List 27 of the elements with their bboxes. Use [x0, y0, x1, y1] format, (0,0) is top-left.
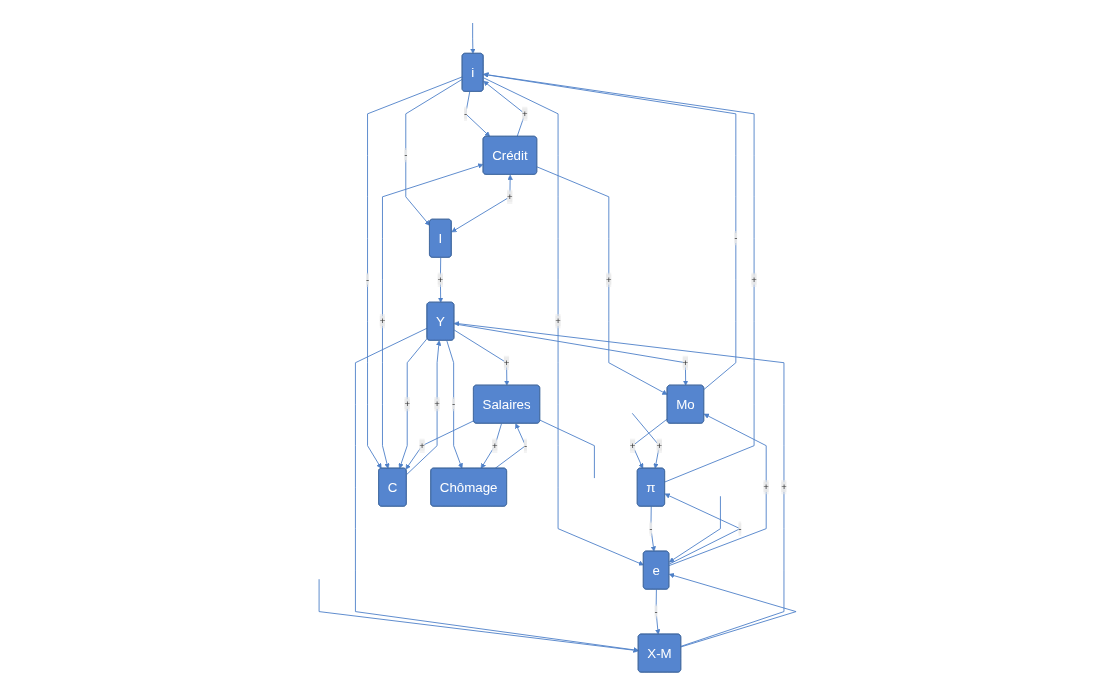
edge-label: + — [751, 274, 757, 285]
edge-label: - — [365, 274, 370, 285]
edge-label: - — [734, 232, 738, 244]
edge-label: + — [781, 481, 787, 493]
edge-label: - — [452, 398, 456, 410]
edge-label: - — [464, 108, 468, 119]
edge-label: + — [437, 274, 444, 285]
edge-label: + — [682, 357, 689, 368]
edge-label: - — [649, 523, 653, 534]
edge-label: - — [523, 440, 528, 451]
edge-label: + — [629, 440, 636, 451]
edge-label: + — [419, 440, 425, 451]
edge-label: - — [404, 149, 408, 161]
edge-label: - — [654, 606, 658, 617]
connector — [539, 419, 595, 479]
edge-label: + — [555, 315, 561, 327]
edge-label: + — [656, 440, 663, 451]
edge-label: + — [492, 440, 498, 451]
edge-label: + — [507, 191, 513, 202]
edge-label: + — [379, 315, 386, 327]
edge-label: - — [738, 523, 742, 534]
edge-label: + — [763, 481, 770, 493]
edge-label: + — [404, 398, 411, 410]
edge-label: + — [605, 274, 612, 285]
edge-label: + — [522, 108, 528, 119]
edge-label: + — [434, 398, 440, 410]
edge-label: + — [503, 357, 510, 368]
